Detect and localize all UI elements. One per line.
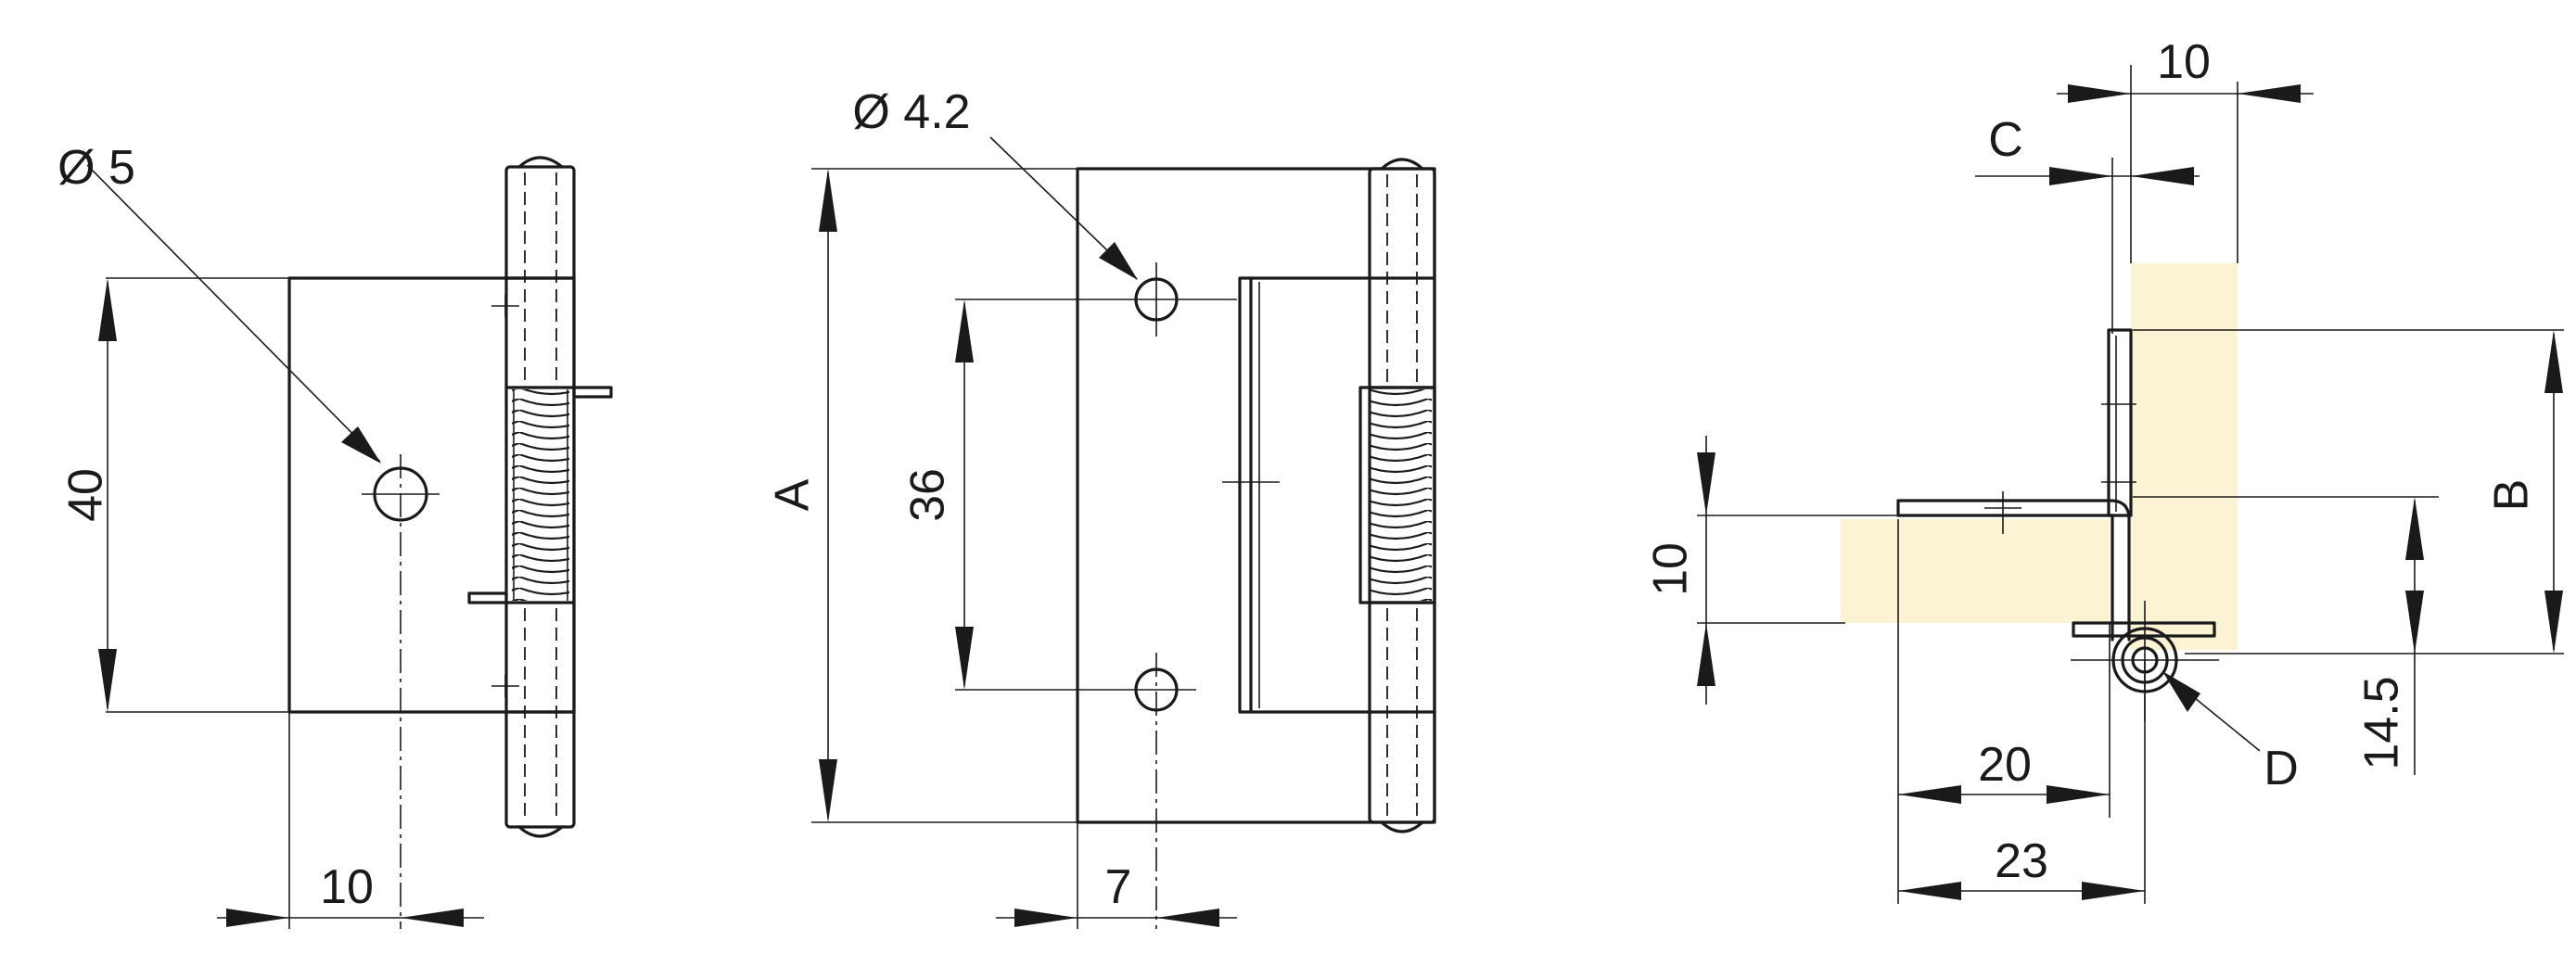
spring (1371, 389, 1432, 601)
spring (512, 389, 569, 601)
vertical-panel (2131, 263, 2238, 650)
overall-length-a-label: A (766, 478, 820, 511)
view-1-front-view (86, 156, 613, 929)
knuckle-d-label: D (2264, 742, 2299, 795)
base-plate (2072, 621, 2216, 638)
horizontal-panel (1841, 519, 2110, 623)
height-40-label: 40 (59, 468, 113, 522)
spring-tab-top (572, 386, 613, 399)
spring-tab-bottom (467, 591, 508, 604)
hole-diameter-4-2-label: Ø 4.2 (852, 85, 970, 139)
dimension-20-label: 20 (1978, 738, 2032, 792)
view-2-plate-view (811, 136, 1436, 929)
knuckle-barrel (504, 165, 576, 829)
plate-cutout (1238, 276, 1371, 714)
hole-pitch-36-label: 36 (901, 468, 955, 522)
dimension-14-5-label: 14.5 (2355, 676, 2409, 769)
leaf-vertical (2107, 328, 2133, 517)
spring-housing (1358, 386, 1436, 604)
hole-diameter-5-label: Ø 5 (57, 141, 135, 195)
pin-width-10-label: 10 (2157, 35, 2211, 89)
leaf-height-10-label: 10 (1644, 542, 1698, 596)
gap-c-label: C (1988, 113, 2023, 167)
offset-7-label: 7 (1105, 860, 1132, 914)
view-3-section-view (1697, 65, 2564, 904)
offset-10-label: 10 (320, 860, 374, 914)
leaf-bent (1896, 499, 2131, 642)
dimension-23-label: 23 (1995, 834, 2048, 888)
dimension-b-label: B (2485, 479, 2539, 512)
